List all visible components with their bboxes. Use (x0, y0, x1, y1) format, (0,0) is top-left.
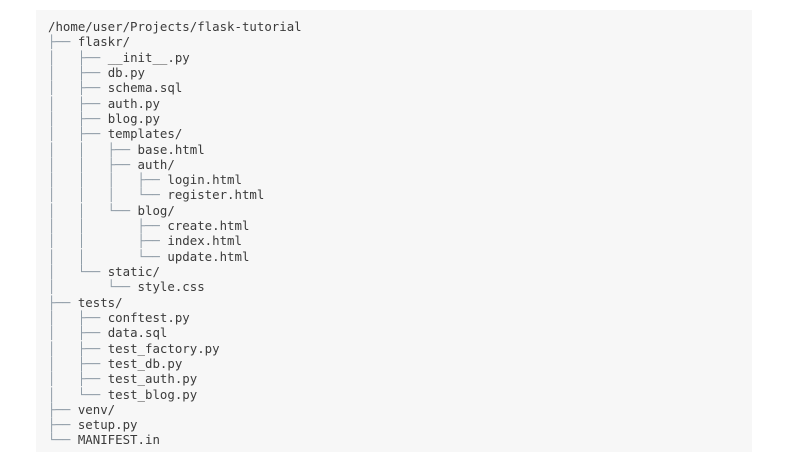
tree-branch-guide: │ ├── (48, 49, 108, 65)
tree-entry[interactable]: │ │ ├── base.html (48, 142, 752, 157)
tree-entry-label: auth.py (107, 95, 160, 111)
tree-entry-label: static/ (107, 264, 160, 279)
tree-branch-guide: ├── (48, 401, 78, 417)
tree-branch-guide: ├── (48, 294, 78, 310)
tree-entry-label: setup.py (77, 417, 138, 433)
tree-entry[interactable]: │ │ │ ├── login.html (48, 172, 752, 187)
tree-entry-label: tests/ (77, 294, 123, 310)
tree-entry-label: blog/ (137, 202, 175, 218)
tree-entry[interactable]: │ └── style.css (48, 279, 752, 294)
tree-entry-label: style.css (137, 279, 205, 295)
tree-entry[interactable]: ├── flaskr/ (48, 34, 752, 49)
tree-entry[interactable]: │ ├── data.sql (48, 325, 752, 340)
tree-entry[interactable]: │ ├── test_db.py (48, 356, 752, 371)
tree-entry-label: __init__.py (107, 49, 190, 65)
tree-entry-label: db.py (107, 64, 145, 80)
tree-entry[interactable]: │ ├── test_factory.py (48, 341, 752, 356)
tree-entry[interactable]: │ ├── __init__.py (48, 50, 752, 65)
tree-branch-guide: │ ├── (48, 126, 108, 142)
tree-entry-label: test_auth.py (107, 371, 198, 387)
tree-entry[interactable]: │ ├── db.py (48, 65, 752, 80)
tree-entry[interactable]: │ ├── schema.sql (48, 80, 752, 95)
tree-branch-guide: │ │ │ ├── (48, 172, 168, 188)
tree-entry[interactable]: │ │ ├── auth/ (48, 157, 752, 172)
tree-entry-label: conftest.py (107, 309, 190, 325)
tree-entry-label: register.html (167, 187, 265, 203)
tree-entry[interactable]: │ ├── conftest.py (48, 310, 752, 325)
tree-entry[interactable]: └── MANIFEST.in (48, 432, 752, 447)
tree-entry-label: templates/ (107, 126, 183, 142)
tree-branch-guide: │ ├── (48, 110, 108, 126)
tree-entry-label: test_factory.py (107, 340, 220, 356)
tree-branch-guide: │ │ └── (48, 202, 138, 218)
tree-entry[interactable]: ├── setup.py (48, 417, 752, 432)
tree-branch-guide: │ ├── (48, 95, 108, 111)
tree-branch-guide: │ └── (48, 264, 108, 279)
tree-entry[interactable]: │ ├── auth.py (48, 96, 752, 111)
tree-entry[interactable]: │ │ │ └── register.html (48, 187, 752, 202)
tree-entry[interactable]: │ │ ├── index.html (48, 233, 752, 248)
tree-entry-label: login.html (167, 172, 242, 188)
tree-branch-guide: │ ├── (48, 340, 108, 356)
tree-branch-guide: │ │ ├── (48, 233, 168, 249)
tree-branch-guide: │ ├── (48, 80, 108, 96)
tree-entry[interactable]: │ ├── templates/ (48, 126, 752, 141)
tree-branch-guide: │ │ ├── (48, 156, 138, 172)
tree-branch-guide: │ │ ├── (48, 141, 138, 157)
tree-branch-guide: │ └── (48, 279, 138, 295)
tree-entry-label: MANIFEST.in (77, 432, 160, 448)
tree-branch-guide: │ │ ├── (48, 218, 168, 234)
tree-entry[interactable]: ├── tests/ (48, 295, 752, 310)
tree-entry-label: index.html (167, 233, 242, 249)
tree-entry-label: blog.py (107, 110, 160, 126)
tree-root-path[interactable]: /home/user/Projects/flask-tutorial (48, 19, 752, 34)
tree-branch-guide: ├── (48, 417, 78, 433)
tree-branch-guide: │ │ └── (48, 248, 168, 264)
tree-entry-label: venv/ (77, 401, 116, 417)
tree-entry-label: test_db.py (107, 355, 183, 371)
tree-entry-label: schema.sql (107, 80, 183, 96)
tree-entry-label: update.html (167, 248, 250, 264)
tree-branch-guide: │ └── (48, 386, 108, 402)
tree-branch-guide: │ │ │ └── (48, 187, 168, 203)
tree-entry-label: /home/user/Projects/flask-tutorial (48, 19, 302, 34)
tree-entry-label: test_blog.py (107, 386, 198, 402)
tree-branch-guide: │ ├── (48, 355, 108, 371)
tree-branch-guide: │ ├── (48, 325, 108, 341)
tree-entry-label: create.html (167, 218, 250, 234)
tree-entry[interactable]: │ │ ├── create.html (48, 218, 752, 233)
tree-entry[interactable]: │ │ └── blog/ (48, 203, 752, 218)
directory-tree-panel: /home/user/Projects/flask-tutorial ├── f… (36, 10, 752, 452)
tree-entry-label: base.html (137, 141, 205, 157)
tree-entry[interactable]: │ └── static/ (48, 264, 752, 279)
tree-entry-label: data.sql (107, 325, 168, 341)
tree-branch-guide: │ ├── (48, 309, 108, 325)
tree-branch-guide: ├── (48, 34, 78, 50)
tree-entry-label: flaskr/ (77, 34, 131, 50)
tree-branch-guide: │ ├── (48, 64, 108, 80)
tree-entry[interactable]: │ └── test_blog.py (48, 387, 752, 402)
tree-entry[interactable]: ├── venv/ (48, 402, 752, 417)
tree-entry[interactable]: │ │ └── update.html (48, 249, 752, 264)
tree-entry[interactable]: │ ├── test_auth.py (48, 371, 752, 386)
tree-entry[interactable]: │ ├── blog.py (48, 111, 752, 126)
directory-tree-listing: /home/user/Projects/flask-tutorial ├── f… (48, 19, 752, 448)
tree-branch-guide: └── (48, 432, 78, 448)
tree-branch-guide: │ ├── (48, 371, 108, 387)
tree-entry-label: auth/ (137, 156, 175, 172)
